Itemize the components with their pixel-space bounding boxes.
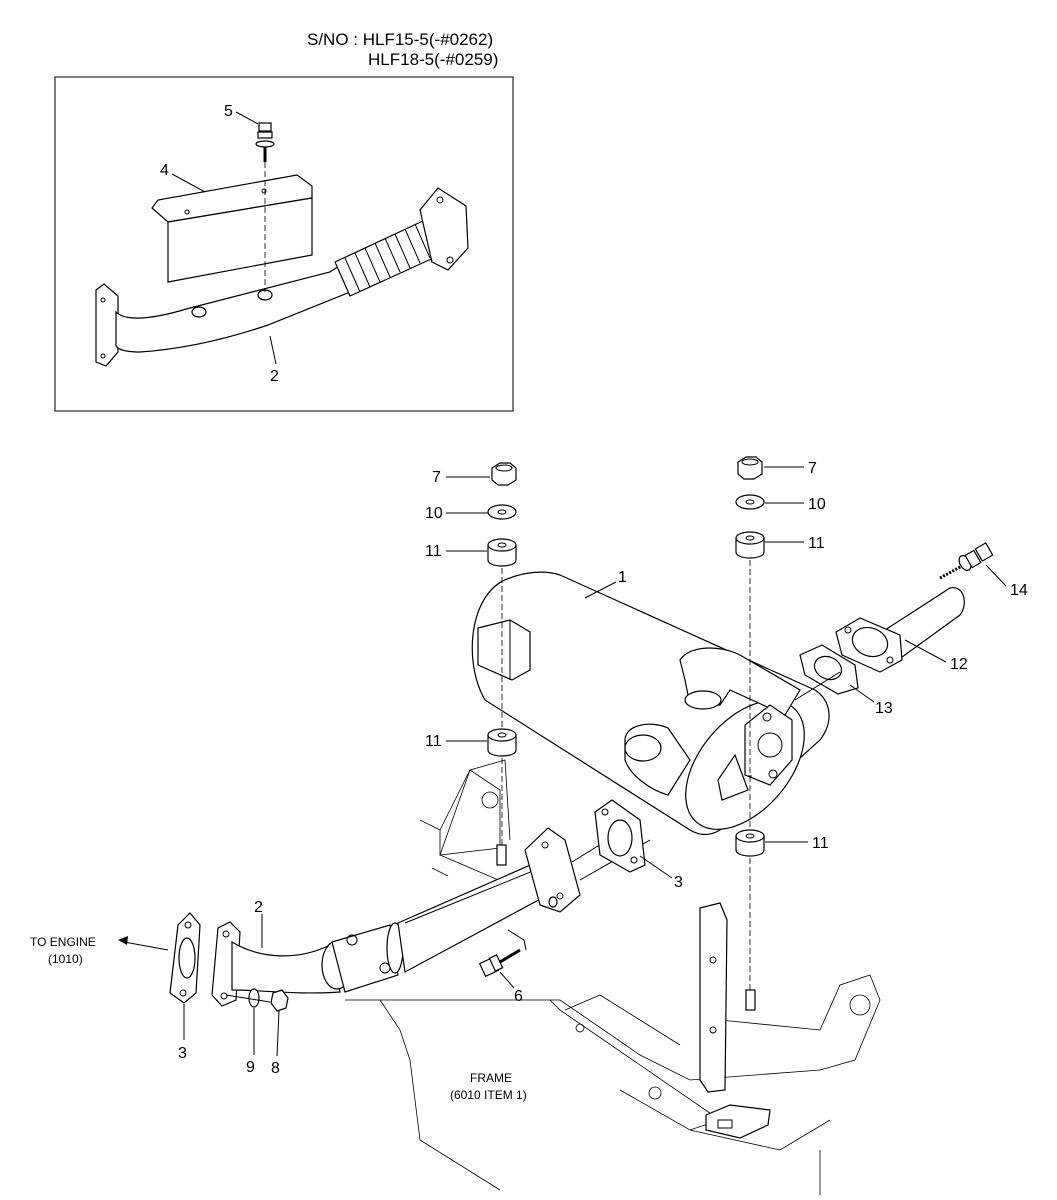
callout-11-left-top: 11 (425, 543, 442, 560)
callout-11-right-bottom: 11 (812, 835, 829, 852)
inset-bolt (255, 122, 275, 292)
callout-7-right: 7 (808, 460, 817, 477)
frame-note: FRAME (6010 ITEM 1) (450, 1071, 527, 1102)
callout-3-left: 3 (178, 1045, 187, 1062)
gasket-3-left (169, 912, 201, 1004)
to-engine-ref: (1010) (48, 952, 83, 966)
bolt-6 (478, 929, 527, 978)
gasket-13 (799, 644, 859, 695)
inset-exhaust-pipe (95, 187, 469, 367)
frame-label: FRAME (470, 1071, 512, 1085)
callout-6: 6 (514, 988, 523, 1005)
main-callouts: 7 10 11 11 7 10 11 11 1 14 12 13 3 2 6 3… (178, 460, 1028, 1077)
callout-11-left-bottom: 11 (425, 733, 442, 750)
arrow-left-icon (118, 936, 128, 945)
tailpipe (835, 587, 965, 673)
serial-line-1: S/NO : HLF15-5(-#0262) (307, 30, 493, 49)
bolt-14 (939, 542, 994, 580)
callout-1: 1 (618, 569, 627, 586)
callout-10-left: 10 (425, 505, 443, 522)
heat-shield (151, 174, 313, 283)
callout-2: 2 (254, 899, 263, 916)
callout-7-left: 7 (432, 469, 441, 486)
callout-8: 8 (271, 1060, 280, 1077)
to-engine-label: TO ENGINE (30, 935, 96, 949)
muffler (471, 571, 830, 836)
gasket-3-right (594, 799, 646, 873)
callout-2-inset: 2 (270, 368, 279, 385)
front-exhaust-pipe (211, 819, 651, 1007)
mount-hardware-right (735, 456, 765, 990)
inset-detail: 5 4 2 (54, 76, 514, 412)
to-engine-note: TO ENGINE (1010) (30, 935, 169, 966)
callout-11-right-top: 11 (808, 535, 825, 552)
mount-hardware-left (487, 462, 517, 845)
callout-12: 12 (950, 656, 968, 673)
serial-line-2: HLF18-5(-#0259) (368, 50, 498, 69)
callout-5: 5 (224, 103, 233, 120)
inset-border (54, 76, 514, 412)
frame-ref: (6010 ITEM 1) (450, 1088, 527, 1102)
nut-8-washer-9 (225, 988, 289, 1012)
callout-3-right: 3 (674, 874, 683, 891)
callout-4: 4 (160, 162, 169, 179)
callout-10-right: 10 (808, 496, 826, 513)
callout-9: 9 (246, 1059, 255, 1076)
callout-14: 14 (1010, 582, 1028, 599)
frame-structure (345, 759, 881, 1195)
callout-13: 13 (875, 700, 893, 717)
